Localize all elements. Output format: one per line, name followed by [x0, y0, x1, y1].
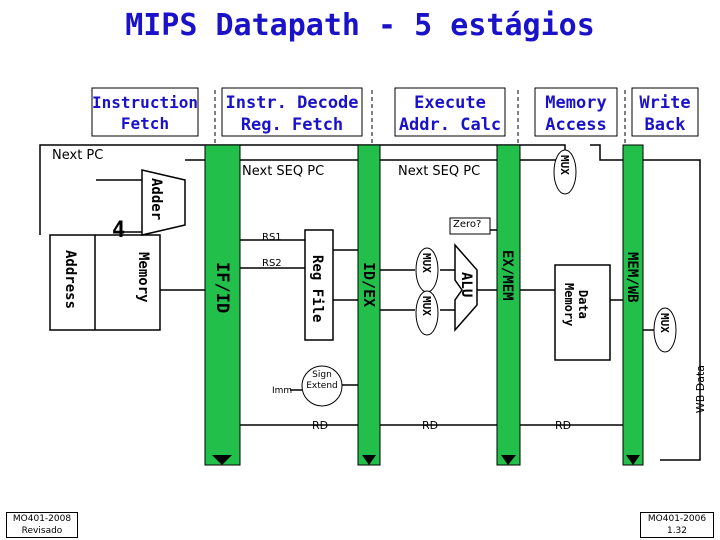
- stage-box-if: [91, 87, 199, 137]
- rd-label-2: RD: [422, 419, 439, 432]
- footer-left: MO401-2008 Revisado: [6, 512, 78, 538]
- next-seq-pc-label-2: Next SEQ PC: [398, 164, 481, 179]
- next-seq-pc-label-1: Next SEQ PC: [242, 164, 325, 179]
- mem-wb-register: [622, 144, 644, 466]
- next-pc-label: Next PC: [52, 148, 104, 163]
- stage-label-mem: Memory Access: [545, 93, 607, 135]
- mux-alu-b-label: MUX: [420, 296, 433, 316]
- data-memory-label: Data Memory: [562, 283, 590, 327]
- stage-label-ex: Execute Addr. Calc: [398, 93, 502, 135]
- stage-label-if: Instruction Fetch: [92, 93, 198, 133]
- address-label: Address: [62, 250, 78, 310]
- if-id-label: IF/ID: [212, 262, 232, 314]
- stage-box-id: [221, 87, 363, 137]
- mux-pc: [553, 149, 577, 195]
- constant-four: 4: [112, 218, 126, 243]
- imm-label: Imm: [272, 386, 293, 396]
- ex-mem-register: [496, 144, 521, 466]
- page-title: MIPS Datapath - 5 estágios: [125, 8, 595, 43]
- stage-box-wb: [631, 87, 699, 137]
- sign-extend-unit: [301, 365, 343, 407]
- adder: [141, 169, 186, 236]
- stage-separators: [214, 90, 626, 145]
- mux-alu-a-label: MUX: [420, 253, 433, 273]
- zero-label: Zero?: [453, 219, 482, 230]
- zero-detect: [449, 217, 491, 235]
- stage-box-mem: [534, 87, 618, 137]
- register-file: [304, 229, 334, 341]
- register-arrows: [212, 455, 640, 465]
- reg-file-label: Reg File: [309, 255, 325, 323]
- mux-wb-label: MUX: [658, 313, 671, 333]
- if-id-register: [204, 144, 241, 466]
- data-memory: [554, 264, 611, 361]
- stage-label-id: Instr. Decode Reg. Fetch: [225, 93, 359, 135]
- id-ex-label: ID/EX: [360, 262, 378, 308]
- instruction-memory: [49, 234, 161, 331]
- rd-label-1: RD: [312, 419, 329, 432]
- stage-label-wb: Write Back: [639, 93, 691, 135]
- rs2-label: RS2: [262, 258, 282, 269]
- sign-extend-label: Sign Extend: [306, 370, 338, 391]
- adder-label: Adder: [148, 178, 164, 221]
- alu-label: ALU: [458, 272, 474, 298]
- stage-box-ex: [394, 87, 506, 137]
- memory-label: Memory: [135, 252, 151, 303]
- mem-wb-label: MEM/WB: [624, 252, 640, 303]
- rd-label-3: RD: [555, 419, 572, 432]
- alu: [454, 243, 478, 332]
- mux-wb: [653, 307, 677, 353]
- ex-mem-label: EX/MEM: [499, 250, 515, 301]
- wb-data-label: WB Data: [694, 365, 707, 414]
- mux-pc-label: MUX: [558, 155, 571, 175]
- footer-right: MO401-2006 1.32: [640, 512, 714, 538]
- mux-alu-b: [415, 290, 439, 336]
- rs1-label: RS1: [262, 232, 282, 243]
